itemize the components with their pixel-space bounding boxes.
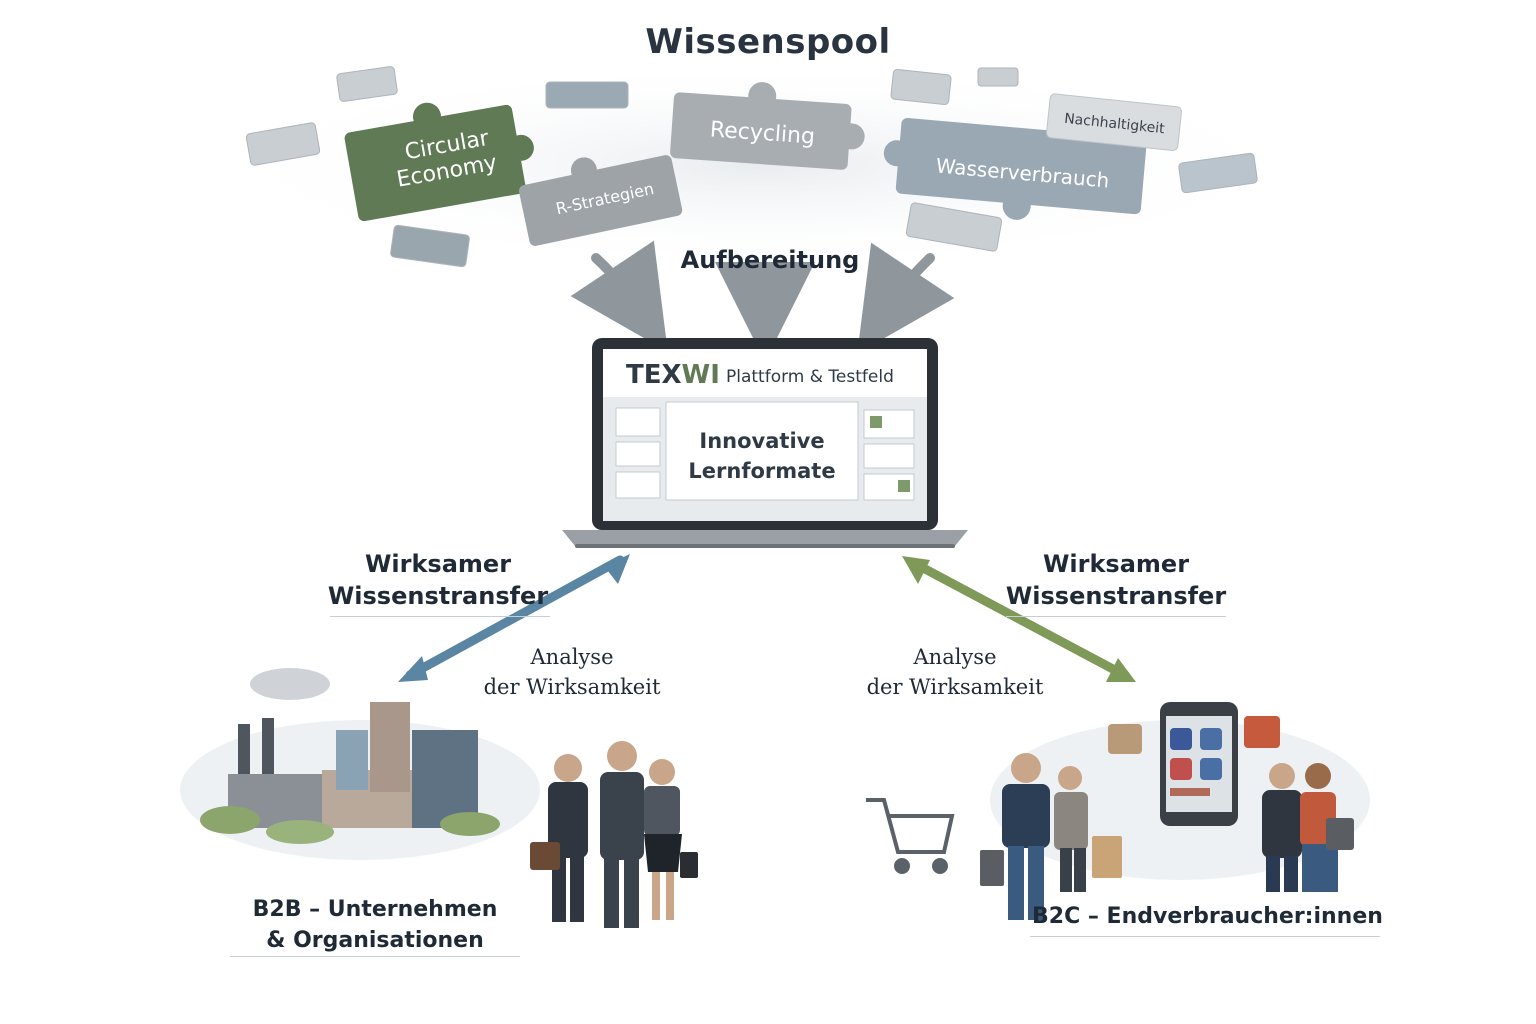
- b2c-scene: [866, 702, 1370, 920]
- b2b-caption-underline: [230, 956, 520, 957]
- right-transfer-line1: Wirksamer: [1042, 550, 1190, 578]
- left-transfer-line2: Wissenstransfer: [327, 582, 549, 610]
- left-transfer-label: Wirksamer Wissenstransfer: [318, 548, 558, 612]
- laptop: [562, 338, 968, 548]
- business-people: [530, 741, 698, 928]
- puzzle-circular-economy: [344, 102, 534, 222]
- left-analyse-line2: der Wirksamkeit: [483, 675, 661, 699]
- brand-tex: TEXWI: [626, 360, 720, 390]
- b2b-scene: [180, 668, 698, 928]
- megaphone-bubble-icon: [1108, 724, 1142, 754]
- laptop-center-line1: Innovative: [699, 429, 824, 453]
- puzzle-r-strategien: [518, 155, 683, 246]
- right-analyse-line2: der Wirksamkeit: [866, 675, 1044, 699]
- left-transfer-underline: [330, 616, 550, 617]
- puzzle-wasserverbrauch: [883, 118, 1147, 220]
- puzzle-nachhaltigkeit: [1046, 93, 1182, 151]
- diagram-title: Wissenspool: [645, 22, 891, 62]
- left-analyse-line1: Analyse: [530, 645, 614, 669]
- puzzle-recycling: [670, 82, 865, 170]
- b2b-caption-line2: & Organisationen: [266, 928, 484, 953]
- aufbereitung-label: Aufbereitung: [680, 246, 860, 274]
- left-transfer-line1: Wirksamer: [364, 550, 512, 578]
- right-transfer-label: Wirksamer Wissenstransfer: [996, 548, 1236, 612]
- right-transfer-underline: [1006, 616, 1226, 617]
- b2b-caption: B2B – Unternehmen & Organisationen: [230, 894, 520, 956]
- shopping-cart-icon: [866, 798, 955, 874]
- b2b-caption-line1: B2B – Unternehmen: [252, 897, 498, 922]
- small-puzzle-pieces: [245, 66, 1258, 268]
- b2c-caption-underline: [1030, 936, 1380, 937]
- b2c-caption: B2C – Endverbraucher:innen: [1032, 904, 1383, 929]
- right-analyse-line1: Analyse: [913, 645, 997, 669]
- right-transfer-line2: Wissenstransfer: [1005, 582, 1227, 610]
- green-transfer-arrow: [902, 556, 1136, 682]
- consumers: [980, 753, 1354, 920]
- heart-bubble-icon: [1244, 716, 1280, 748]
- aufbereitung-arrows: [570, 240, 955, 362]
- left-analyse-label: Analyse der Wirksamkeit: [462, 642, 682, 702]
- blue-transfer-arrow: [398, 554, 630, 682]
- brand-rest: Plattform & Testfeld: [726, 367, 894, 387]
- laptop-center-line2: Lernformate: [688, 459, 835, 483]
- right-analyse-label: Analyse der Wirksamkeit: [842, 642, 1068, 702]
